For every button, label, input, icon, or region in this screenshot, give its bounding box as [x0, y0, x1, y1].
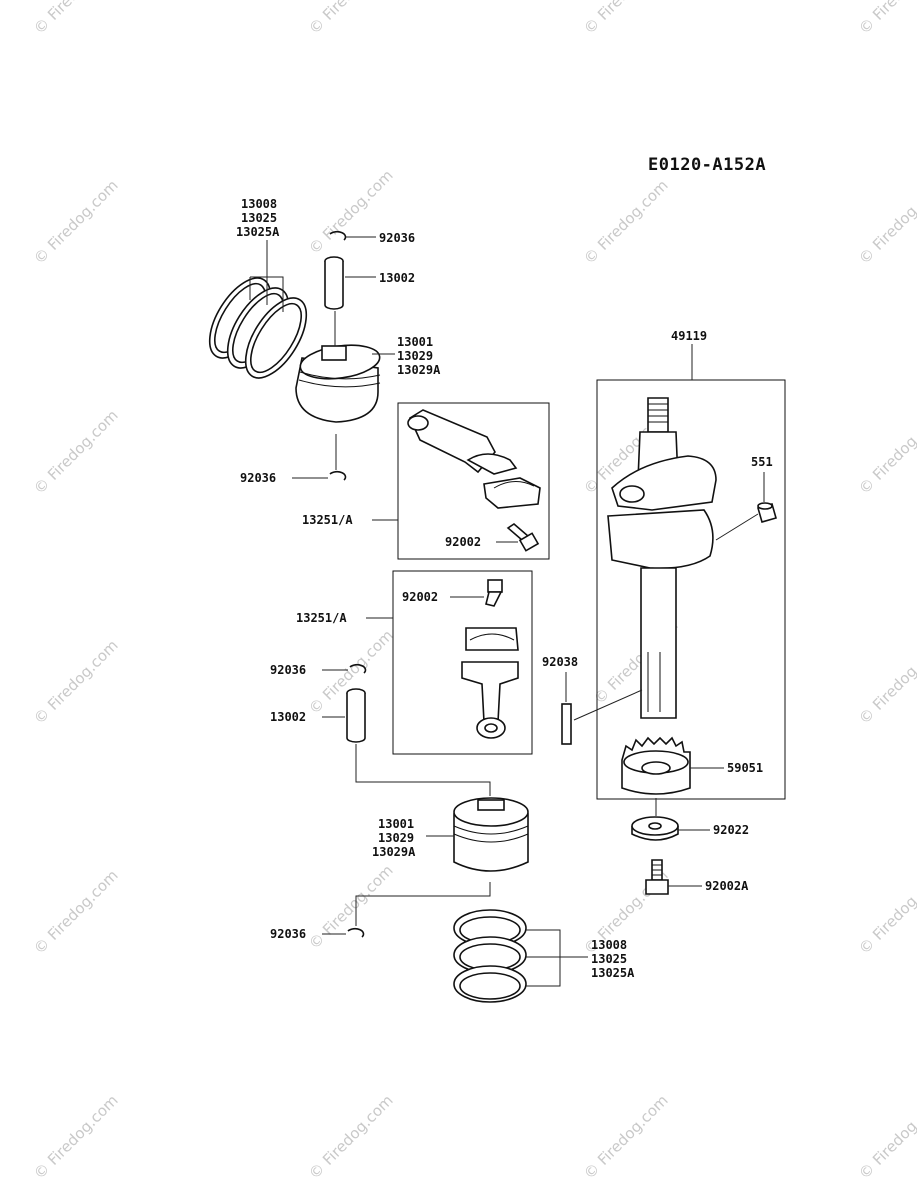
bolt-top: [506, 522, 540, 552]
plug: [757, 502, 777, 523]
watermark: © Firedog.com: [855, 1091, 917, 1183]
watermark: © Firedog.com: [305, 0, 397, 38]
circlip-top: [329, 230, 347, 241]
label-gear: 59051: [727, 761, 763, 775]
watermark: © Firedog.com: [855, 406, 917, 498]
washer: [631, 816, 679, 841]
watermark: © Firedog.com: [305, 861, 397, 953]
rod-box-bottom: [392, 570, 533, 755]
label-circlip-mid: 92036: [270, 663, 306, 677]
label-crankshaft: 49119: [671, 329, 707, 343]
label-rings-bottom-2: 13025: [591, 952, 627, 966]
leader-circlip-top-lower: [292, 434, 337, 479]
piston-rings-top: [208, 277, 308, 379]
watermark: © Firedog.com: [30, 406, 122, 498]
circlip-bottom: [347, 927, 365, 938]
label-washer: 92022: [713, 823, 749, 837]
label-bolt-top: 92002: [445, 535, 481, 549]
watermark: © Firedog.com: [30, 636, 122, 728]
label-pin-top: 13002: [379, 271, 415, 285]
label-bolt-crank: 92002A: [705, 879, 749, 893]
label-pin-bottom: 13002: [270, 710, 306, 724]
watermark: © Firedog.com: [855, 176, 917, 268]
leader-circlip-bottom: [322, 882, 491, 935]
key: [561, 703, 572, 745]
piston-bottom: [453, 797, 529, 872]
watermark: © Firedog.com: [855, 866, 917, 958]
rod-box-top: [397, 402, 550, 560]
label-piston-bottom-2: 13029: [378, 831, 414, 845]
circlip-top-lower: [329, 470, 347, 481]
label-rings-top-3: 13025A: [236, 225, 280, 239]
connecting-rod-bottom: [461, 627, 519, 739]
label-piston-top-2: 13029: [397, 349, 433, 363]
label-piston-bottom-1: 13001: [378, 817, 414, 831]
watermark-layer: © Firedog.com © Firedog.com © Firedog.co…: [30, 0, 917, 1183]
piston-pin-top: [324, 256, 344, 310]
diagram-code: E0120-A152A: [648, 155, 766, 175]
label-circlip-top-lower: 92036: [240, 471, 276, 485]
piston-rings-bottom: [453, 909, 527, 1003]
watermark: © Firedog.com: [580, 1091, 672, 1183]
watermark: © Firedog.com: [580, 0, 672, 38]
watermark: © Firedog.com: [30, 866, 122, 958]
watermark: © Firedog.com: [580, 176, 672, 268]
label-rod-bottom: 13251/A: [296, 611, 347, 625]
label-plug: 551: [751, 455, 773, 469]
bolt-bottom: [485, 579, 503, 607]
crankshaft: [607, 397, 717, 719]
crankshaft-box: [596, 379, 786, 800]
watermark: © Firedog.com: [30, 0, 122, 38]
watermark: © Firedog.com: [305, 1091, 397, 1183]
watermark: © Firedog.com: [30, 1091, 122, 1183]
label-piston-top-3: 13029A: [397, 363, 441, 377]
leader-washer: [655, 798, 710, 831]
label-key: 92038: [542, 655, 578, 669]
bolt-crank: [645, 859, 669, 895]
label-circlip-top: 92036: [379, 231, 415, 245]
label-rings-top-1: 13008: [241, 197, 277, 211]
label-bolt-bottom: 92002: [402, 590, 438, 604]
piston-top: [295, 344, 381, 423]
piston-pin-bottom: [346, 688, 366, 743]
connecting-rod-top: [407, 409, 541, 509]
label-piston-bottom-3: 13029A: [372, 845, 416, 859]
leader-key: [565, 672, 643, 721]
circlip-mid: [349, 663, 367, 674]
leader-pin-bottom: [322, 716, 491, 796]
label-piston-top-1: 13001: [397, 335, 433, 349]
watermark: © Firedog.com: [855, 636, 917, 728]
label-circlip-bottom: 92036: [270, 927, 306, 941]
leader-rings-bottom: [526, 929, 588, 987]
label-rod-top: 13251/A: [302, 513, 353, 527]
watermark: © Firedog.com: [855, 0, 917, 38]
label-rings-top-2: 13025: [241, 211, 277, 225]
watermark: © Firedog.com: [30, 176, 122, 268]
gear: [621, 736, 691, 795]
leader-piston-top: [334, 311, 395, 355]
label-rings-bottom-3: 13025A: [591, 966, 635, 980]
leader-plug: [715, 472, 765, 541]
label-rings-bottom-1: 13008: [591, 938, 627, 952]
